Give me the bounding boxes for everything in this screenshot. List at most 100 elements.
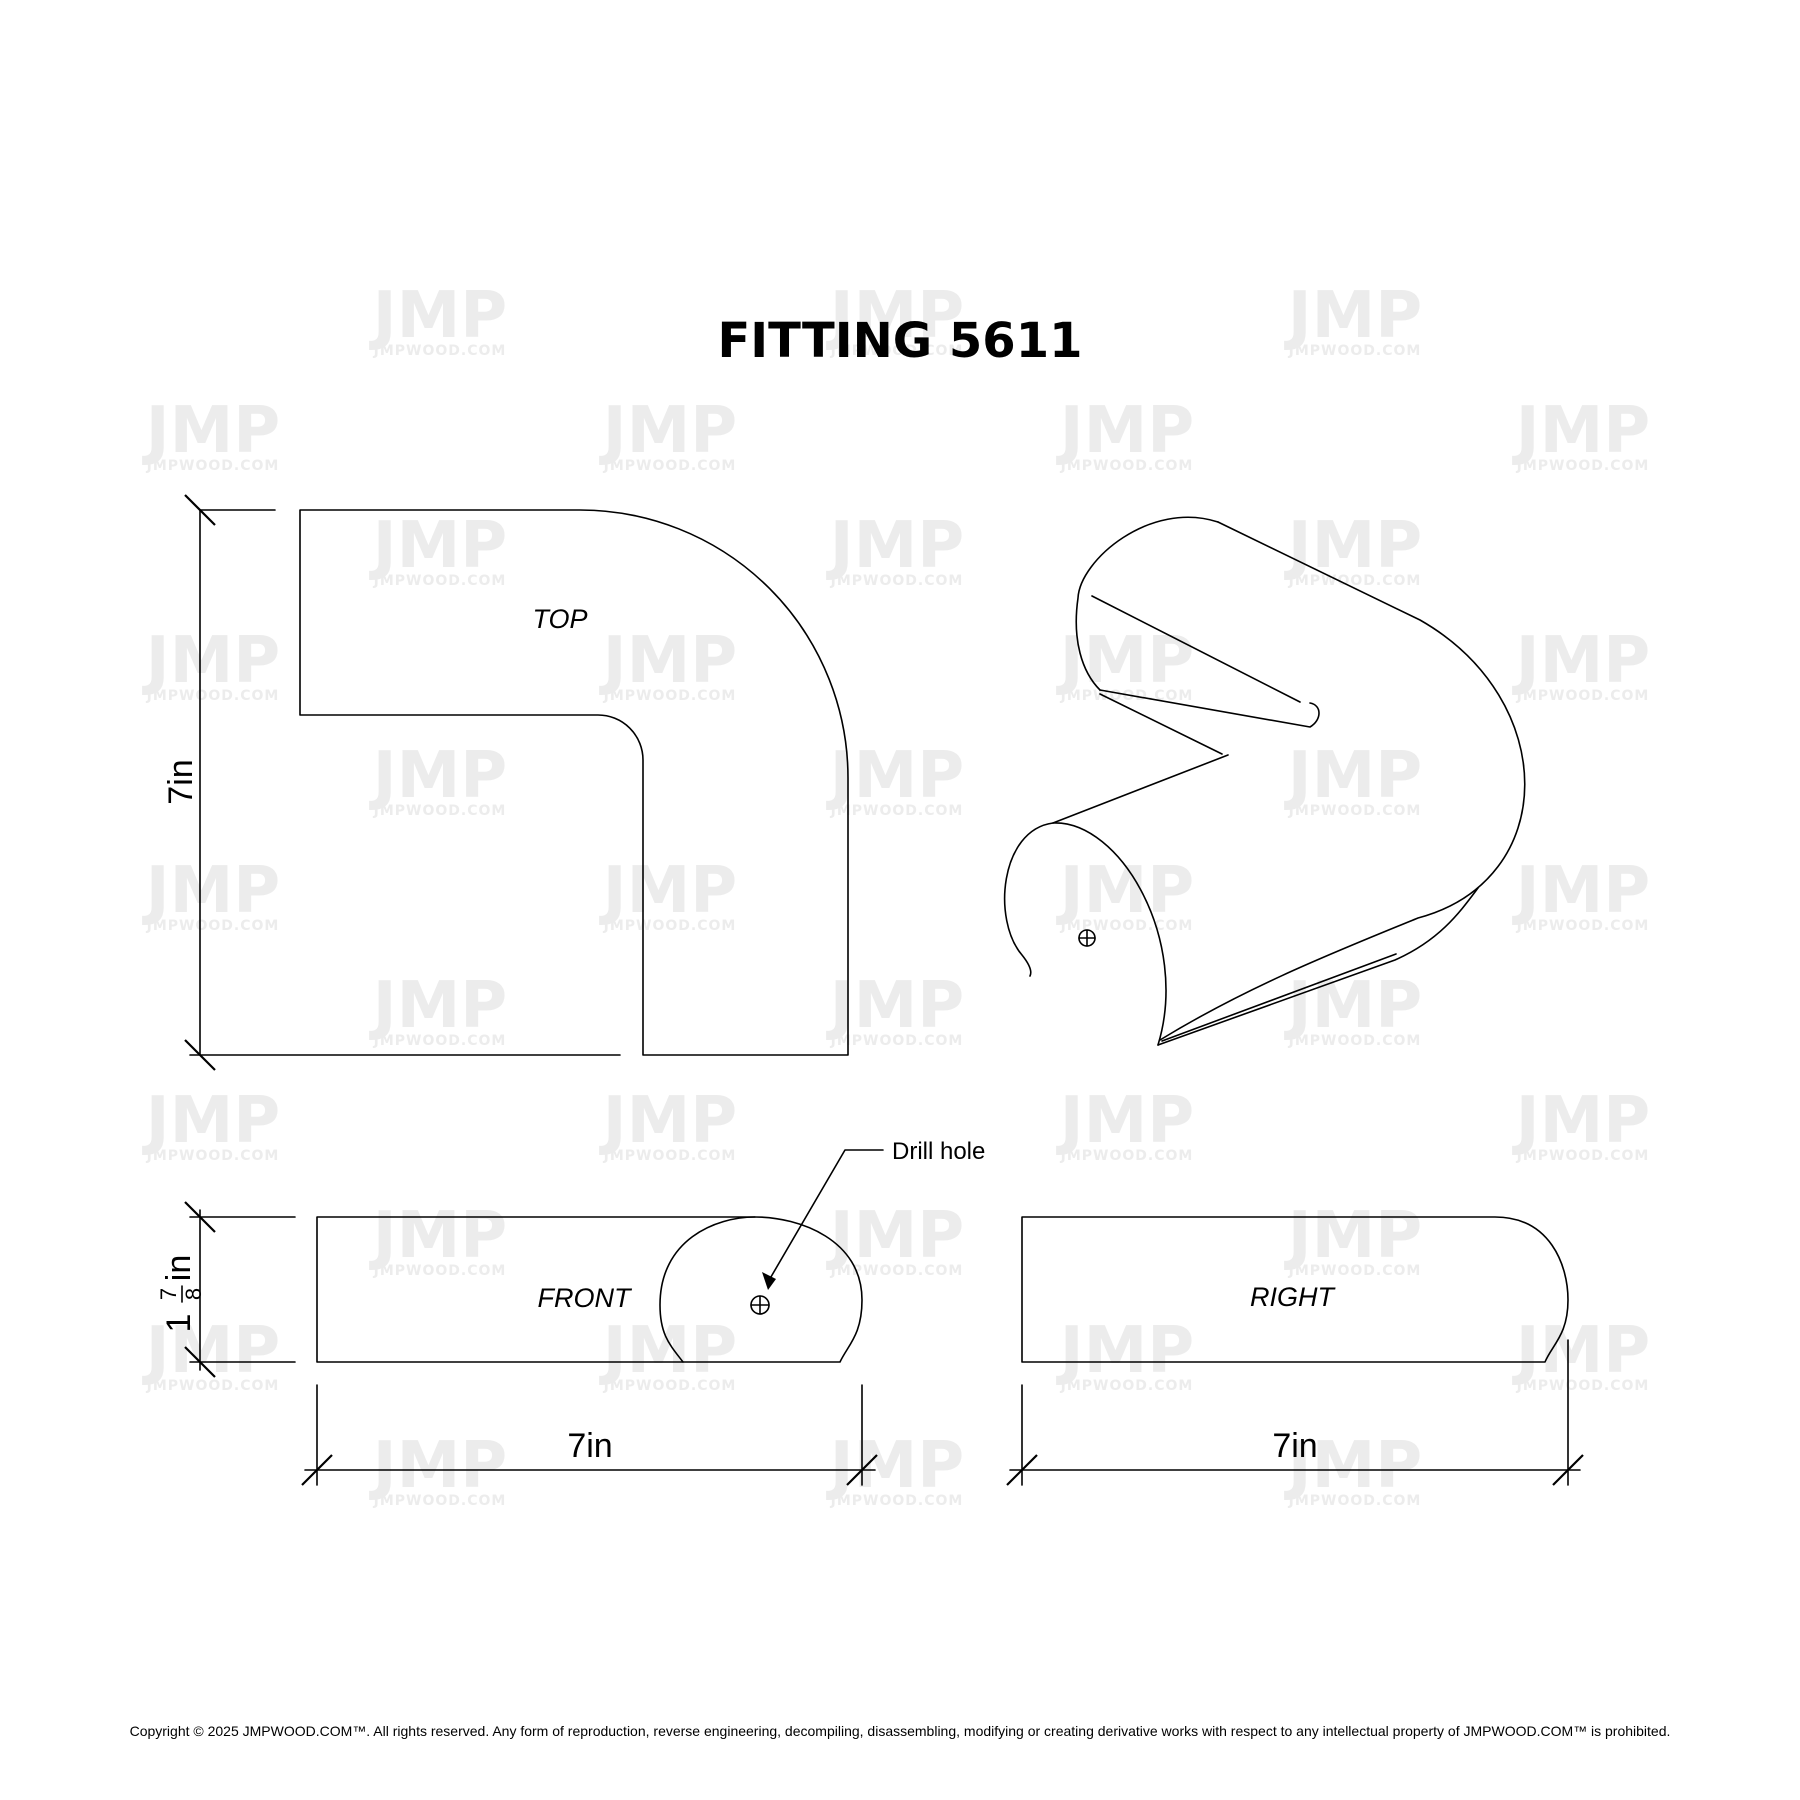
- right-wdim-tick-left: [1006, 1454, 1038, 1486]
- watermark-logo: JMP: [369, 969, 507, 1043]
- top-view: TOP 7in: [162, 494, 849, 1071]
- watermark-url: JMPWOOD.COM: [373, 1263, 507, 1279]
- watermark-logo: JMP: [1284, 1199, 1422, 1273]
- watermark-url: JMPWOOD.COM: [1516, 458, 1650, 474]
- watermark-url: JMPWOOD.COM: [830, 1263, 964, 1279]
- watermark-url: JMPWOOD.COM: [373, 343, 507, 359]
- front-view-label: FRONT: [538, 1283, 633, 1313]
- watermark-logo: JMP: [599, 394, 737, 468]
- watermark-logo: JMP: [599, 624, 737, 698]
- watermark-url: JMPWOOD.COM: [1060, 458, 1194, 474]
- front-height-denominator: 8: [181, 1288, 206, 1300]
- front-height-whole: 1: [160, 1314, 198, 1333]
- front-wdim-tick-left: [301, 1454, 333, 1486]
- front-height-unit: in: [160, 1255, 198, 1281]
- watermark-logo: JMP: [1512, 1314, 1650, 1388]
- watermark-url: JMPWOOD.COM: [373, 1033, 507, 1049]
- watermark-logo: JMP: [369, 279, 507, 353]
- watermark-url: JMPWOOD.COM: [1060, 918, 1194, 934]
- top-dim-tick-upper: [184, 494, 216, 526]
- iso-arm-inner-edge: [1091, 595, 1301, 703]
- iso-bottom-edge: [1157, 887, 1479, 1046]
- iso-arm-inner-bottom: [1099, 689, 1320, 728]
- iso-end-face: [1052, 822, 1167, 1046]
- watermark-logo: JMP: [369, 1199, 507, 1273]
- copyright-notice: Copyright © 2025 JMPWOOD.COM™. All right…: [130, 1723, 1671, 1739]
- watermark-url: JMPWOOD.COM: [1060, 1148, 1194, 1164]
- watermark-url: JMPWOOD.COM: [1516, 688, 1650, 704]
- watermark-logo: JMP: [599, 854, 737, 928]
- drill-hole-label: Drill hole: [892, 1138, 985, 1165]
- watermark-logo: JMP: [1284, 739, 1422, 813]
- iso-lower-arm-top: [1052, 754, 1229, 824]
- right-width-dimension: 7in: [1272, 1427, 1317, 1465]
- watermark-url: JMPWOOD.COM: [1060, 688, 1194, 704]
- watermark-logo: JMP: [142, 624, 280, 698]
- watermark-url: JMPWOOD.COM: [1288, 343, 1422, 359]
- watermark-logo: JMP: [1512, 394, 1650, 468]
- watermark-logo: JMP: [142, 1314, 280, 1388]
- watermark-logo: JMP: [1512, 1084, 1650, 1158]
- isometric-view: [1003, 516, 1526, 1046]
- watermark-url: JMPWOOD.COM: [830, 1033, 964, 1049]
- watermark-url: JMPWOOD.COM: [603, 918, 737, 934]
- front-view-outline: [316, 1216, 863, 1363]
- watermark-url: JMPWOOD.COM: [146, 458, 280, 474]
- front-drill-hole: [750, 1295, 770, 1315]
- watermark-logo: JMP: [826, 279, 964, 353]
- watermark-url: JMPWOOD.COM: [603, 458, 737, 474]
- top-dim-tick-lower: [184, 1039, 216, 1071]
- watermark-logo: JMP: [369, 739, 507, 813]
- watermark-url: JMPWOOD.COM: [1288, 1033, 1422, 1049]
- iso-arm-end: [1075, 516, 1219, 691]
- watermark-url: JMPWOOD.COM: [146, 688, 280, 704]
- iso-drill-hole: [1078, 929, 1096, 947]
- watermark-logo: JMP: [1056, 1084, 1194, 1158]
- watermark-logo: JMP: [369, 1429, 507, 1503]
- watermark-logo: JMP: [599, 1314, 737, 1388]
- watermark-url: JMPWOOD.COM: [1060, 1378, 1194, 1394]
- watermark-url: JMPWOOD.COM: [146, 1148, 280, 1164]
- watermark-logo: JMP: [142, 854, 280, 928]
- right-view-outline: [1021, 1216, 1569, 1363]
- drawing-title: FITTING 5611: [718, 313, 1083, 369]
- watermark-logo: JMP: [826, 509, 964, 583]
- iso-end-face-left: [1003, 822, 1054, 977]
- drill-hole-leader: [767, 1149, 884, 1283]
- watermark-url: JMPWOOD.COM: [1516, 1148, 1650, 1164]
- watermark-url: JMPWOOD.COM: [1288, 803, 1422, 819]
- front-view: FRONT Drill hole 1 7 8 in 7in: [156, 1138, 985, 1486]
- watermark-logo: JMP: [1056, 1314, 1194, 1388]
- front-height-numerator: 7: [156, 1288, 181, 1300]
- watermark-url: JMPWOOD.COM: [1288, 1493, 1422, 1509]
- iso-arm-inner-bottom-2: [1099, 693, 1223, 755]
- watermark-logo: JMP: [1284, 279, 1422, 353]
- front-profile: [659, 1216, 756, 1363]
- drill-hole-arrowhead: [762, 1272, 776, 1290]
- watermark-logo: JMP: [1512, 854, 1650, 928]
- watermark-logo: JMP: [142, 1084, 280, 1158]
- watermark-url: JMPWOOD.COM: [830, 573, 964, 589]
- front-hdim-tick-lower: [184, 1346, 216, 1378]
- watermark-url: JMPWOOD.COM: [373, 573, 507, 589]
- watermark-url: JMPWOOD.COM: [603, 1378, 737, 1394]
- front-height-dimension: 1 7 8 in: [156, 1255, 206, 1333]
- front-hdim-tick-upper: [184, 1201, 216, 1233]
- watermark-url: JMPWOOD.COM: [146, 1378, 280, 1394]
- right-wdim-tick-right: [1552, 1454, 1584, 1486]
- iso-bottom-edge-2: [1161, 953, 1397, 1042]
- watermark-logo: JMP: [1056, 394, 1194, 468]
- front-wdim-tick-right: [846, 1454, 878, 1486]
- front-width-dimension: 7in: [567, 1427, 612, 1465]
- top-height-dimension: 7in: [162, 759, 200, 804]
- watermark-url: JMPWOOD.COM: [603, 1148, 737, 1164]
- watermark-url: JMPWOOD.COM: [1516, 918, 1650, 934]
- top-view-outline: [299, 509, 849, 1056]
- watermark-logo: JMP: [826, 739, 964, 813]
- iso-outer-edge: [1159, 521, 1526, 1041]
- watermark-logo: JMP: [826, 969, 964, 1043]
- watermark-url: JMPWOOD.COM: [603, 688, 737, 704]
- watermark-logo: JMP: [142, 394, 280, 468]
